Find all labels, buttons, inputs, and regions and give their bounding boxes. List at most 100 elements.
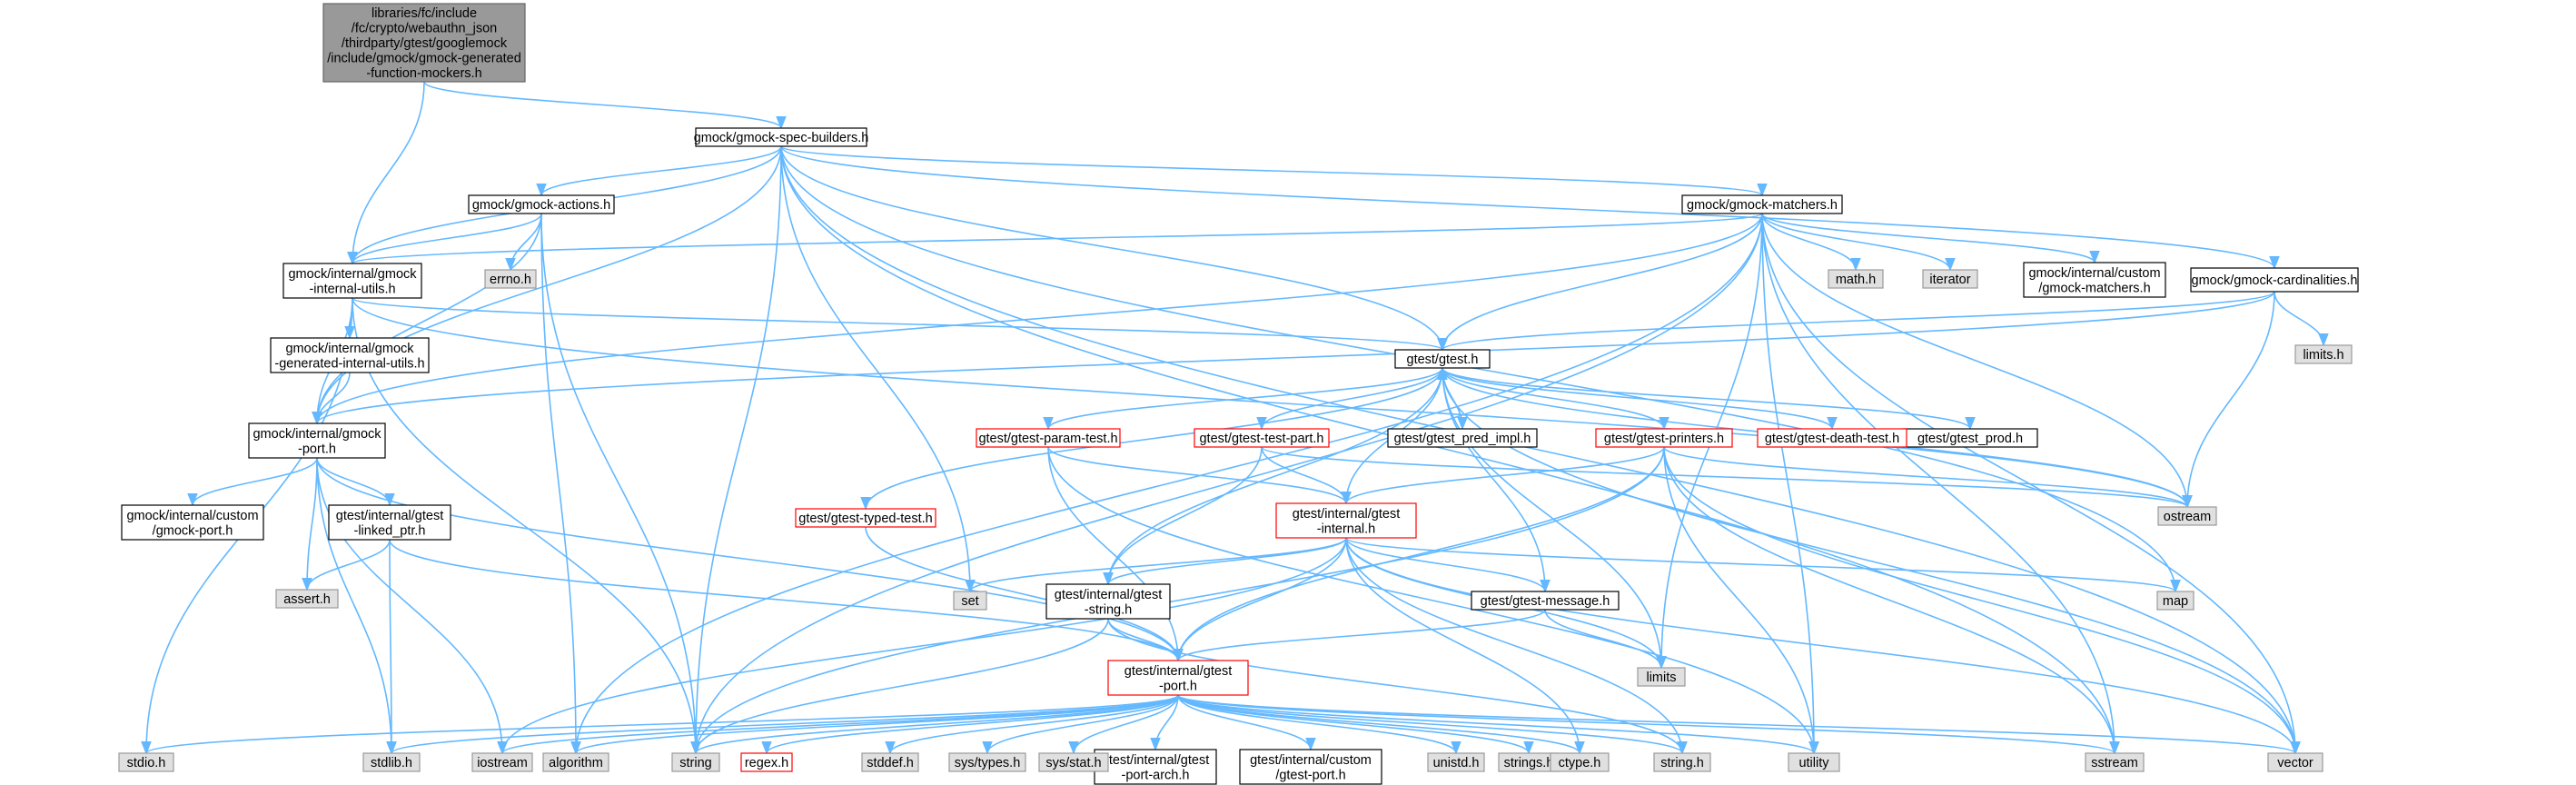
node-cardinalities[interactable]: gmock/gmock-cardinalities.h	[2190, 267, 2359, 293]
edge-printers-to-gtest_internal	[1341, 446, 1665, 505]
node-label: gmock/internal/gmock	[253, 427, 381, 442]
header-nodes: libraries/fc/include/fc/crypto/webauthn_…	[118, 3, 2359, 785]
node-utility[interactable]: utility	[1788, 752, 1840, 772]
edge-spec_builders-to-gtest_h	[780, 145, 1448, 352]
node-map[interactable]: map	[2156, 591, 2195, 611]
edge-gtest_internal-to-iostream	[497, 537, 1347, 755]
node-iostream[interactable]: iostream	[471, 752, 533, 772]
node-gmock-port[interactable]: gmock/internal/gmock-port.h	[248, 422, 386, 459]
node-assert-h[interactable]: assert.h	[275, 589, 339, 609]
node-set[interactable]: set	[953, 591, 987, 611]
edge-gtest_port-to-stddef_h	[885, 694, 1179, 755]
node-death-test[interactable]: gtest/gtest-death-test.h	[1757, 428, 1907, 448]
node-gtest-h[interactable]: gtest/gtest.h	[1394, 349, 1491, 369]
node-iterator[interactable]: iterator	[1922, 269, 1978, 289]
edge-gtest_port-to-regex_h	[761, 694, 1179, 755]
node-custom-gmock-port[interactable]: gmock/internal/custom/gmock-port.h	[121, 504, 264, 541]
node-string-h[interactable]: string.h	[1653, 752, 1711, 772]
node-label: -function-mockers.h	[366, 66, 481, 81]
edge-printers-to-sstream	[1663, 446, 2120, 755]
node-vector[interactable]: vector	[2267, 752, 2323, 772]
node-limits[interactable]: limits	[1637, 667, 1686, 687]
node-sys-stat-h[interactable]: sys/stat.h	[1038, 752, 1109, 772]
node-gtest-message[interactable]: gtest/gtest-message.h	[1471, 591, 1620, 611]
edge-gtest_internal-to-vector	[1345, 537, 2301, 755]
edge-linked_ptr-to-assert_h	[302, 539, 391, 591]
node-math-h[interactable]: math.h	[1828, 269, 1884, 289]
node-unistd-h[interactable]: unistd.h	[1427, 752, 1485, 772]
edge-actions-to-gmock_port	[312, 213, 542, 425]
node-gtest-internal[interactable]: gtest/internal/gtest-internal.h	[1275, 502, 1417, 539]
node-gtest-string[interactable]: gtest/internal/gtest-string.h	[1045, 583, 1171, 620]
node-stddef-h[interactable]: stddef.h	[861, 752, 919, 772]
node-stdlib-h[interactable]: stdlib.h	[362, 752, 421, 772]
node-box	[1239, 749, 1382, 785]
node-custom-matchers[interactable]: gmock/internal/custom/gmock-matchers.h	[2023, 262, 2166, 298]
node-gen-internal-utils[interactable]: gmock/internal/gmock-generated-internal-…	[270, 337, 430, 373]
edge-printers-to-vector	[1663, 446, 2301, 755]
edge-gtest_message-to-limits	[1544, 609, 1667, 670]
node-linked-ptr[interactable]: gtest/internal/gtest-linked_ptr.h	[328, 504, 451, 541]
node-regex-h[interactable]: regex.h	[740, 752, 793, 772]
node-label: -port.h	[1159, 679, 1197, 693]
node-param-test[interactable]: gtest/gtest-param-test.h	[976, 428, 1121, 448]
edge-actions-to-errno_h	[505, 213, 542, 272]
node-gtest-port[interactable]: gtest/internal/gtest-port.h	[1107, 660, 1249, 696]
edge-matchers-to-math_h	[1761, 213, 1861, 272]
node-ostream[interactable]: ostream	[2157, 506, 2217, 526]
node-sstream[interactable]: sstream	[2085, 752, 2145, 772]
edge-spec_builders-to-sstream	[780, 145, 2120, 755]
edge-param_test-to-gtest_port	[1047, 446, 1184, 662]
edge-printers-to-gtest_port	[1173, 446, 1665, 662]
edge-matchers-to-gtest_h	[1437, 213, 1763, 352]
node-box	[1094, 749, 1217, 785]
node-algorithm[interactable]: algorithm	[542, 752, 609, 772]
edge-printers-to-ostream	[1663, 446, 2193, 509]
node-internal-utils[interactable]: gmock/internal/gmock-internal-utils.h	[282, 263, 422, 299]
node-label: iostream	[477, 756, 528, 770]
node-box	[740, 752, 793, 772]
node-root[interactable]: libraries/fc/include/fc/crypto/webauthn_…	[322, 3, 526, 83]
node-box	[1038, 752, 1109, 772]
node-printers[interactable]: gtest/gtest-printers.h	[1595, 428, 1733, 448]
edge-gmock_port-to-linked_ptr	[316, 457, 395, 507]
edge-gtest_internal-to-gtest_port	[1173, 537, 1347, 662]
node-label: -internal-utils.h	[309, 282, 395, 296]
node-box	[1471, 591, 1620, 611]
node-spec-builders[interactable]: gmock/gmock-spec-builders.h	[694, 127, 869, 147]
edge-gtest_port-to-string_h	[1177, 694, 1688, 755]
node-pred-impl[interactable]: gtest/gtest_pred_impl.h	[1387, 428, 1538, 448]
node-matchers[interactable]: gmock/gmock-matchers.h	[1681, 194, 1843, 214]
node-label: gmock/internal/gmock	[288, 267, 417, 282]
edge-gtest_h-to-vector	[1442, 367, 2301, 755]
node-label: gmock/internal/custom	[126, 509, 258, 523]
edge-matchers-to-algorithm	[570, 213, 1763, 755]
node-port-arch[interactable]: gtest/internal/gtest-port-arch.h	[1094, 749, 1217, 785]
node-sys-types-h[interactable]: sys/types.h	[948, 752, 1026, 772]
node-actions[interactable]: gmock/gmock-actions.h	[468, 194, 615, 214]
node-strings-h[interactable]: strings.h	[1498, 752, 1560, 772]
edge-gtest_h-to-gtest_string	[1103, 367, 1443, 586]
node-custom-gtest-port[interactable]: gtest/internal/custom/gtest-port.h	[1239, 749, 1382, 785]
node-typed-test[interactable]: gtest/gtest-typed-test.h	[795, 508, 936, 528]
node-ctype-h[interactable]: ctype.h	[1550, 752, 1610, 772]
node-label: sys/stat.h	[1045, 756, 1101, 770]
node-label: iterator	[1929, 273, 1970, 287]
node-errno-h[interactable]: errno.h	[484, 269, 537, 289]
edge-pred_impl-to-gtest_h	[1437, 366, 1463, 430]
node-string[interactable]: string	[671, 752, 720, 772]
edge-param_test-to-utility	[1047, 446, 1819, 755]
node-box	[118, 752, 174, 772]
node-box	[121, 504, 264, 541]
node-box	[468, 194, 615, 214]
node-box	[275, 589, 339, 609]
node-stdio-h[interactable]: stdio.h	[118, 752, 174, 772]
node-limits-h[interactable]: limits.h	[2294, 344, 2353, 364]
node-gtest-prod[interactable]: gtest/gtest_prod.h	[1902, 428, 2038, 448]
edge-gtest_port-to-vector	[1177, 694, 2301, 755]
node-label: limits.h	[2303, 348, 2343, 363]
node-test-part[interactable]: gtest/gtest-test-part.h	[1194, 428, 1330, 448]
edge-gtest_port-to-sys_stat_h	[1068, 694, 1179, 755]
node-label: -internal.h	[1317, 522, 1375, 536]
